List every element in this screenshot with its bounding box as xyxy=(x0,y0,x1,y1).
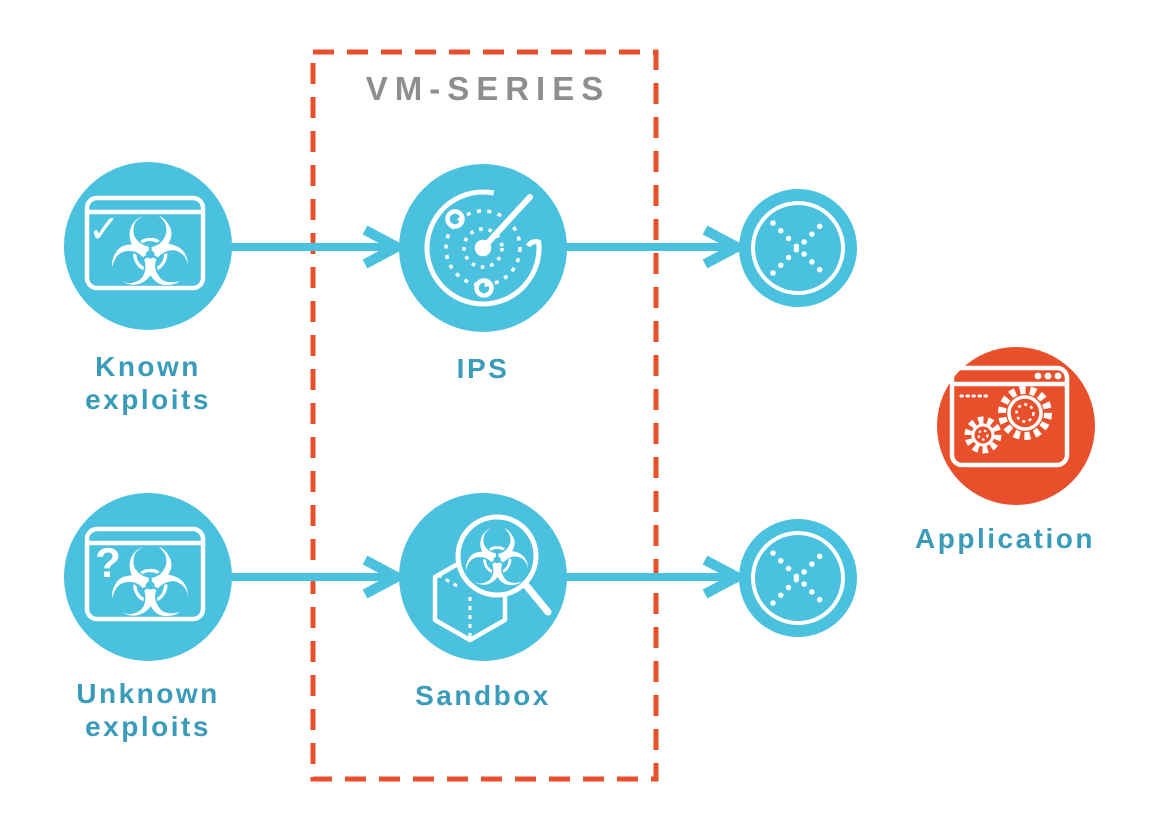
magnifier-handle xyxy=(521,580,552,616)
radar-outer-arc xyxy=(424,189,542,307)
magnifier-icon: ☣ xyxy=(455,514,552,616)
flow-arrows xyxy=(230,225,748,599)
radar-blip-top xyxy=(445,209,465,229)
blocked-icon-bottom xyxy=(739,519,857,637)
sandbox-label: Sandbox xyxy=(415,680,551,711)
biohazard-icon: ☣ xyxy=(107,198,192,308)
dotted-x-icon xyxy=(770,550,826,606)
inner-ring xyxy=(751,201,845,295)
arrow-unknown-to-sandbox xyxy=(230,555,408,599)
gear-icon-large xyxy=(998,386,1052,440)
arrow-ips-to-blocked xyxy=(565,225,748,269)
arrow-sandbox-to-blocked xyxy=(565,555,748,599)
application-icon xyxy=(937,347,1095,505)
ips-radar-icon xyxy=(399,164,567,332)
unknown-exploits-label: Unknown exploits xyxy=(76,678,220,742)
gear-icon-small xyxy=(964,416,1002,454)
known-exploits-label: Known exploits xyxy=(85,351,211,415)
vm-series-dashed-box xyxy=(310,49,659,782)
browser-window-icon xyxy=(84,526,206,622)
known-exploits-icon: ☣ ✓ xyxy=(64,162,232,330)
browser-window-icon xyxy=(84,195,206,291)
browser-window-icon xyxy=(949,365,1070,468)
radar-dashed-ring-outer xyxy=(444,209,522,287)
radar-sweep-line xyxy=(480,194,533,251)
dotted-x-icon xyxy=(770,220,826,276)
arrow-known-to-ips xyxy=(230,225,408,269)
application-label: Application xyxy=(915,523,1095,554)
magnifier-lens xyxy=(455,514,539,598)
radar-center-dot xyxy=(474,239,492,257)
biohazard-icon: ☣ xyxy=(462,514,532,604)
check-icon: ✓ xyxy=(88,207,120,251)
vm-series-title: VM-SERIES xyxy=(365,70,611,107)
sandbox-icon: ☣ xyxy=(399,493,567,661)
biohazard-icon: ☣ xyxy=(107,529,192,639)
ips-label: IPS xyxy=(456,353,510,384)
radar-dashed-ring-inner xyxy=(462,227,504,269)
question-mark-icon: ? xyxy=(95,539,121,586)
radar-blip-bottom xyxy=(474,278,494,298)
unknown-exploits-icon: ☣ ? xyxy=(64,493,232,661)
blocked-icon-top xyxy=(739,189,857,307)
browser-dots-icon xyxy=(1034,372,1062,380)
inner-ring xyxy=(751,531,845,625)
